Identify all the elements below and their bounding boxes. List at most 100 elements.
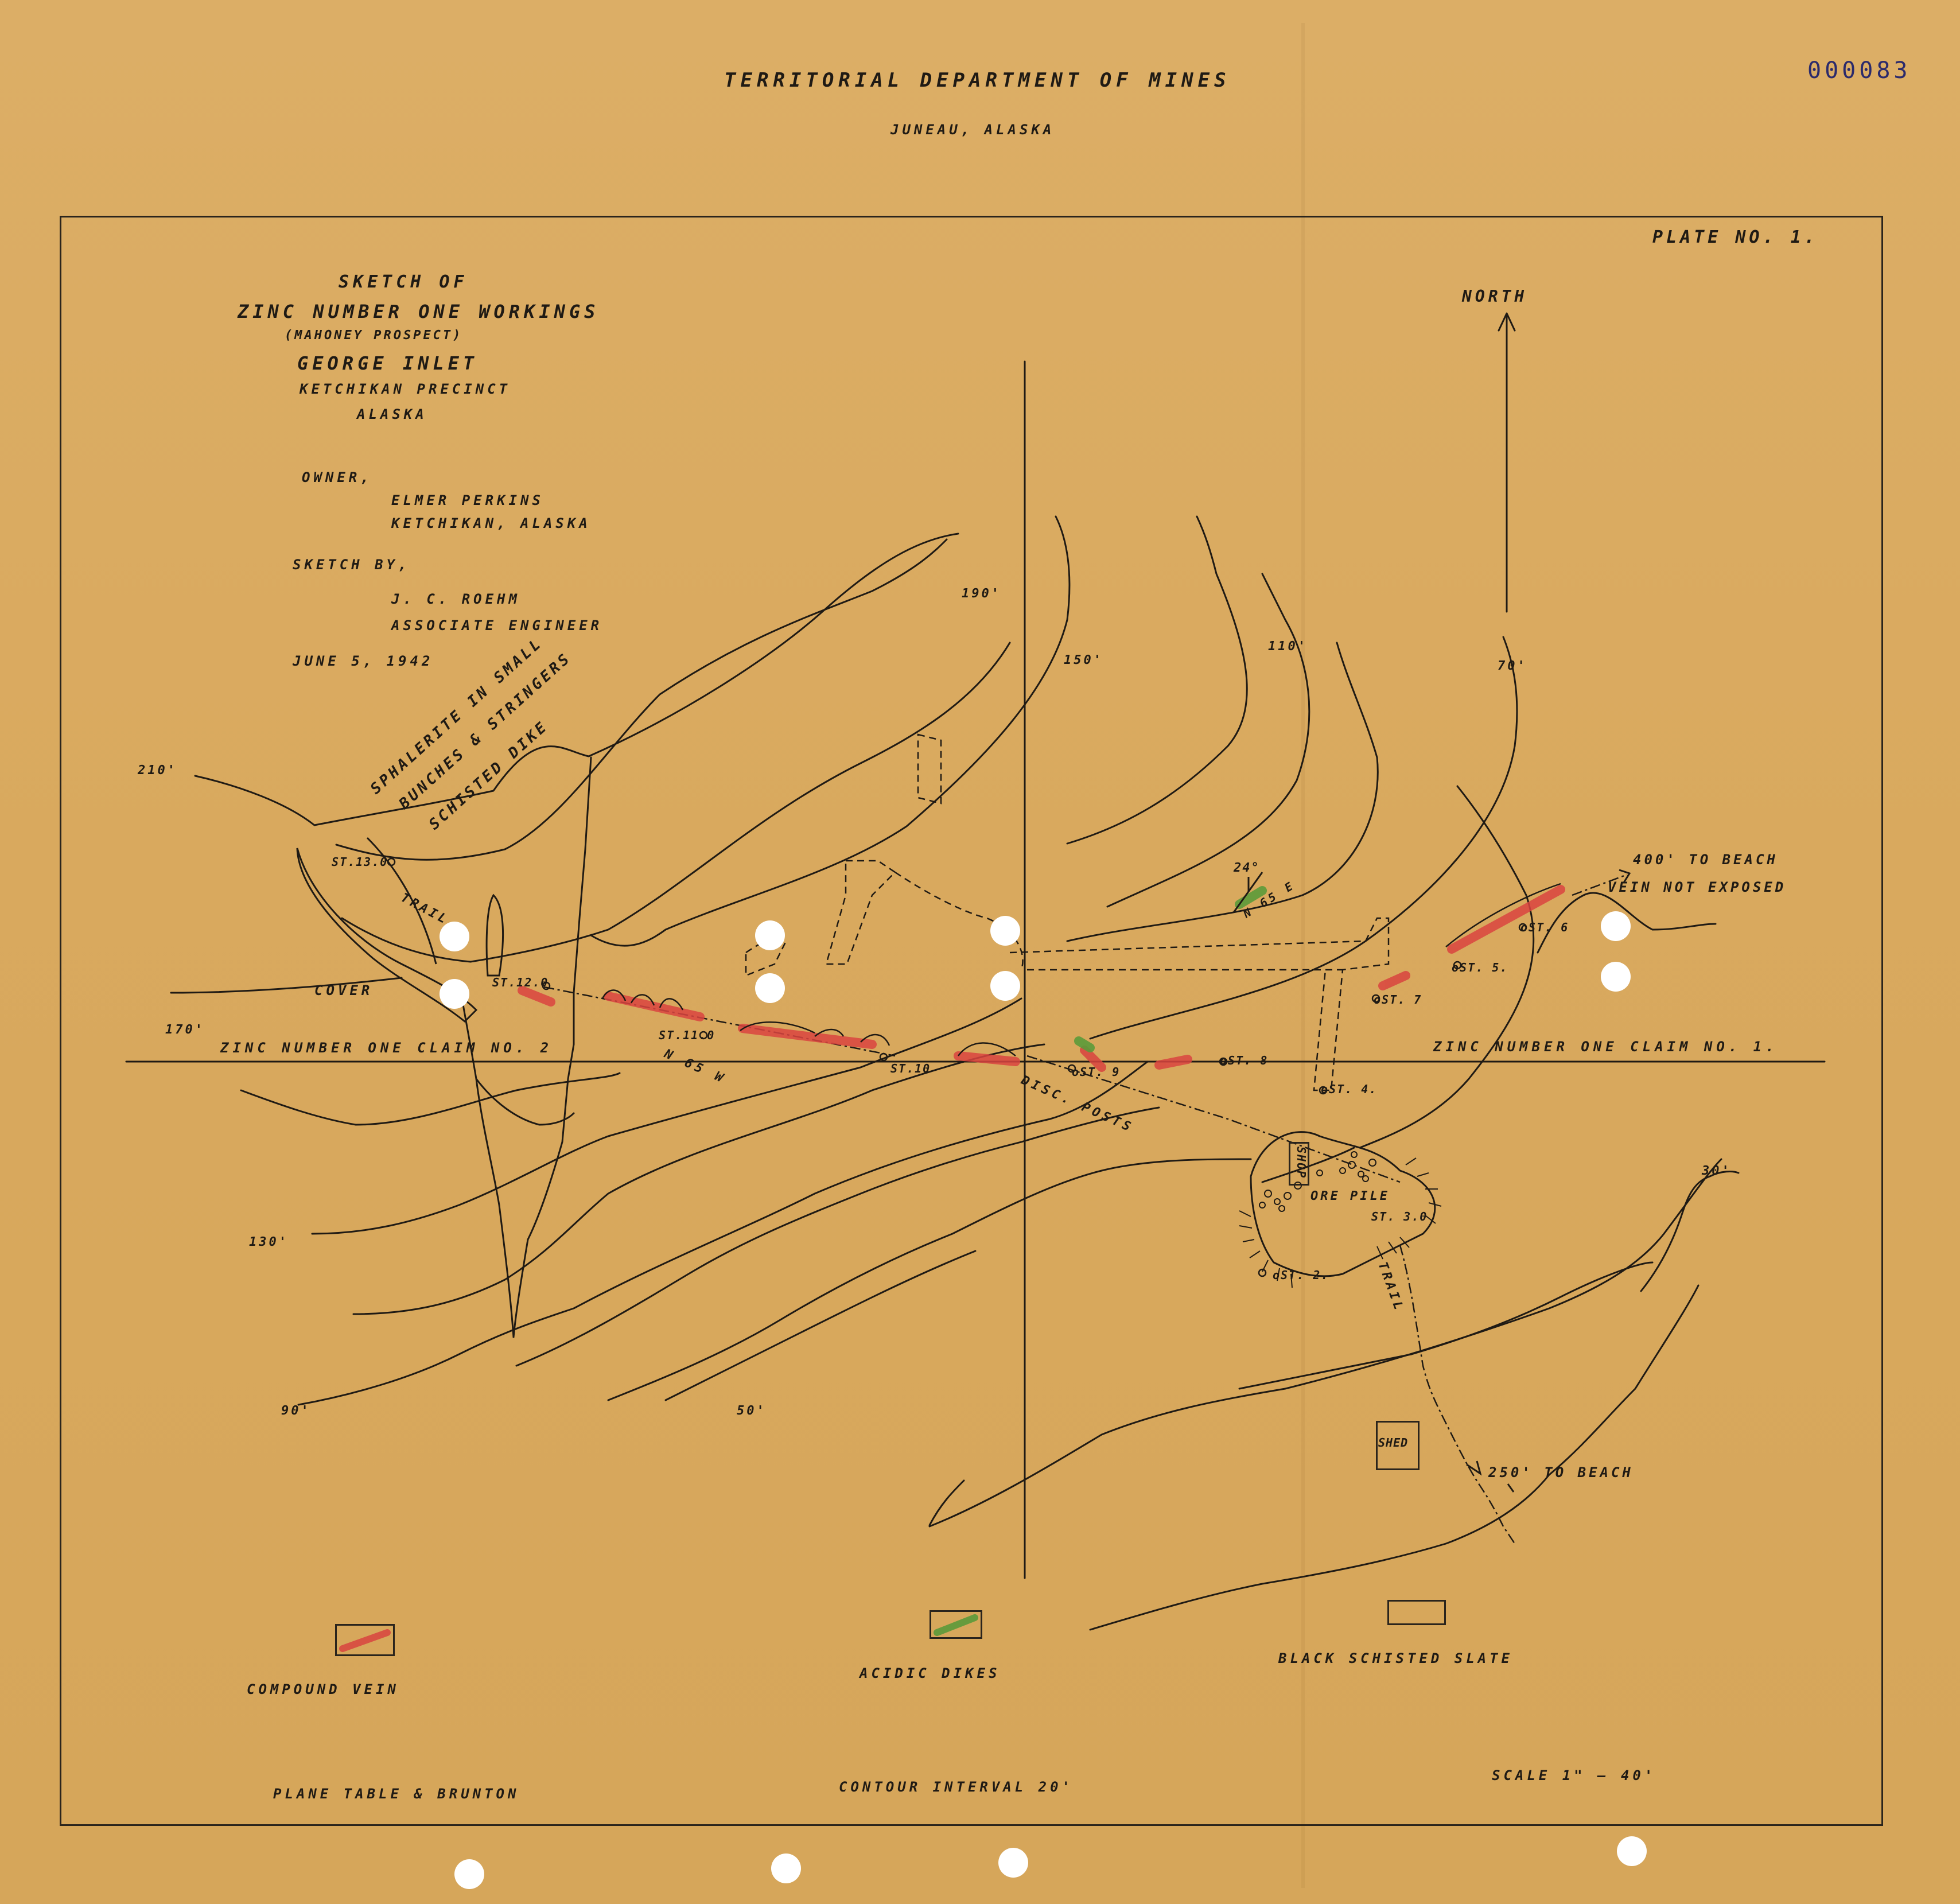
title-line-2: ZINC NUMBER ONE WORKINGS (238, 301, 600, 322)
station-9-label: oST. 9 (1072, 1065, 1121, 1079)
vein-4 (954, 1051, 1020, 1066)
vein-3 (738, 1024, 877, 1049)
contour-110b (352, 1043, 1045, 1315)
punch-hole (1601, 962, 1631, 992)
survey-method: PLANE TABLE & BRUNTON (273, 1786, 520, 1802)
contour-90 (297, 1060, 1149, 1406)
contour-70 (1089, 636, 1518, 1040)
contour-30c (1089, 1284, 1700, 1631)
title-line-4: GEORGE INLET (297, 352, 479, 374)
map-scale: SCALE 1" – 40' (1492, 1767, 1656, 1783)
station-3-label: ST. 3.0 (1371, 1210, 1428, 1223)
station-6-label: oST. 6 (1520, 920, 1569, 934)
owner-label: OWNER, (302, 469, 372, 485)
punch-hole (998, 1848, 1028, 1878)
punch-hole (440, 922, 469, 951)
vein-1 (518, 986, 555, 1007)
document-number: 000083 (1807, 57, 1911, 84)
contour-label-150: 150' (1064, 653, 1103, 667)
vein-5 (1080, 1046, 1106, 1072)
legend-compound-vein-swatch (335, 1624, 395, 1656)
beach-250-label: 250' TO BEACH (1488, 1464, 1634, 1481)
shop-label: SHOP (1294, 1147, 1308, 1179)
station-2-label: oST. 2. (1273, 1268, 1329, 1282)
contour-50b (664, 1250, 977, 1401)
station-11-label: ST.11.0 (659, 1028, 715, 1042)
contour-label-210: 210' (138, 763, 177, 778)
contour-90-top (1066, 642, 1379, 942)
legend-acidic-dikes-label: ACIDIC DIKES (860, 1665, 1001, 1681)
contour-130b (311, 997, 1022, 1235)
contour-170 (341, 642, 1011, 963)
schisted-dike (296, 848, 478, 1023)
contour-190 (335, 538, 948, 861)
map-border (60, 216, 1883, 1826)
trench-b (745, 938, 787, 977)
location-subtitle: JUNEAU, ALASKA (890, 122, 1055, 138)
title-line-6: ALASKA (357, 406, 427, 422)
station-7-label: oST. 7 (1374, 993, 1422, 1007)
contour-30b (1640, 1171, 1740, 1292)
contour-150 (170, 977, 403, 994)
title-line-5: KETCHIKAN PRECINCT (300, 381, 511, 397)
contour-10b (1261, 1147, 1355, 1183)
station-12-label: ST.12.0 (492, 976, 549, 989)
owner-location: KETCHIKAN, ALASKA (391, 515, 591, 531)
legend-black-slate-swatch (1387, 1600, 1446, 1625)
cover-label: COVER (314, 982, 374, 998)
ore-pile-label: ORE PILE (1310, 1189, 1390, 1203)
legend-compound-vein-label: COMPOUND VEIN (247, 1681, 399, 1697)
trench-north (917, 733, 942, 805)
punch-hole (990, 971, 1020, 1001)
contour-210 (194, 533, 959, 826)
contour-110 (1106, 573, 1310, 908)
bearing-line-nw (543, 986, 896, 1057)
vein-not-exposed-label: VEIN NOT EXPOSED (1608, 879, 1787, 895)
contour-50-east (1359, 785, 1535, 1149)
punch-hole (454, 1859, 484, 1889)
drainage (512, 756, 592, 1338)
plate-number: PLATE NO. 1. (1652, 227, 1818, 247)
ore-pile-outline (1250, 1131, 1436, 1277)
station-4-label: oST. 4. (1321, 1082, 1378, 1096)
contour-interval: CONTOUR INTERVAL 20' (839, 1779, 1074, 1795)
shed-building (1376, 1421, 1420, 1470)
contour-label-30: 30' (1702, 1164, 1732, 1178)
vein-7 (1378, 971, 1410, 990)
shop-building (1289, 1142, 1309, 1186)
contour-90b (515, 1106, 1160, 1367)
contour-150b (590, 515, 1071, 947)
vein-2 (604, 992, 705, 1021)
trench-a (825, 860, 896, 965)
shed-label: SHED (1378, 1436, 1409, 1450)
vein-6 (1154, 1055, 1192, 1070)
engineer-title: ASSOCIATE ENGINEER (391, 617, 603, 634)
claim-2-label: ZINC NUMBER ONE CLAIM NO. 2 (220, 1040, 553, 1056)
legend-acidic-dike-swatch (930, 1610, 982, 1639)
engineer-name: J. C. ROEHM (391, 591, 520, 607)
punch-hole (440, 979, 469, 1009)
north-label: NORTH (1462, 287, 1528, 306)
punch-hole (1601, 911, 1631, 941)
punch-hole (1617, 1836, 1647, 1866)
legend-black-slate-label: BLACK SCHISTED SLATE (1278, 1650, 1513, 1666)
station-8-label: oST. 8 (1220, 1054, 1269, 1067)
punch-hole (990, 916, 1020, 946)
station-10-label: ST.10 (890, 1062, 931, 1075)
sketch-by-label: SKETCH BY, (293, 557, 410, 573)
trail-se (1399, 1245, 1516, 1544)
contour-label-90: 90' (281, 1404, 311, 1418)
title-line-1: SKETCH OF (339, 272, 468, 292)
station-5-label: oST. 5. (1452, 961, 1508, 974)
contour-130-top (1066, 515, 1248, 845)
contour-10 (928, 1479, 965, 1526)
beach-vein-line (1572, 873, 1628, 896)
station-13-label: ST.13.0 (332, 855, 388, 869)
contour-130 (240, 1072, 621, 1126)
contour-label-170: 170' (165, 1023, 205, 1037)
contour-label-190: 190' (962, 586, 1001, 601)
beach-400-label: 400' TO BEACH (1633, 852, 1778, 868)
contour-label-110: 110' (1268, 639, 1308, 654)
